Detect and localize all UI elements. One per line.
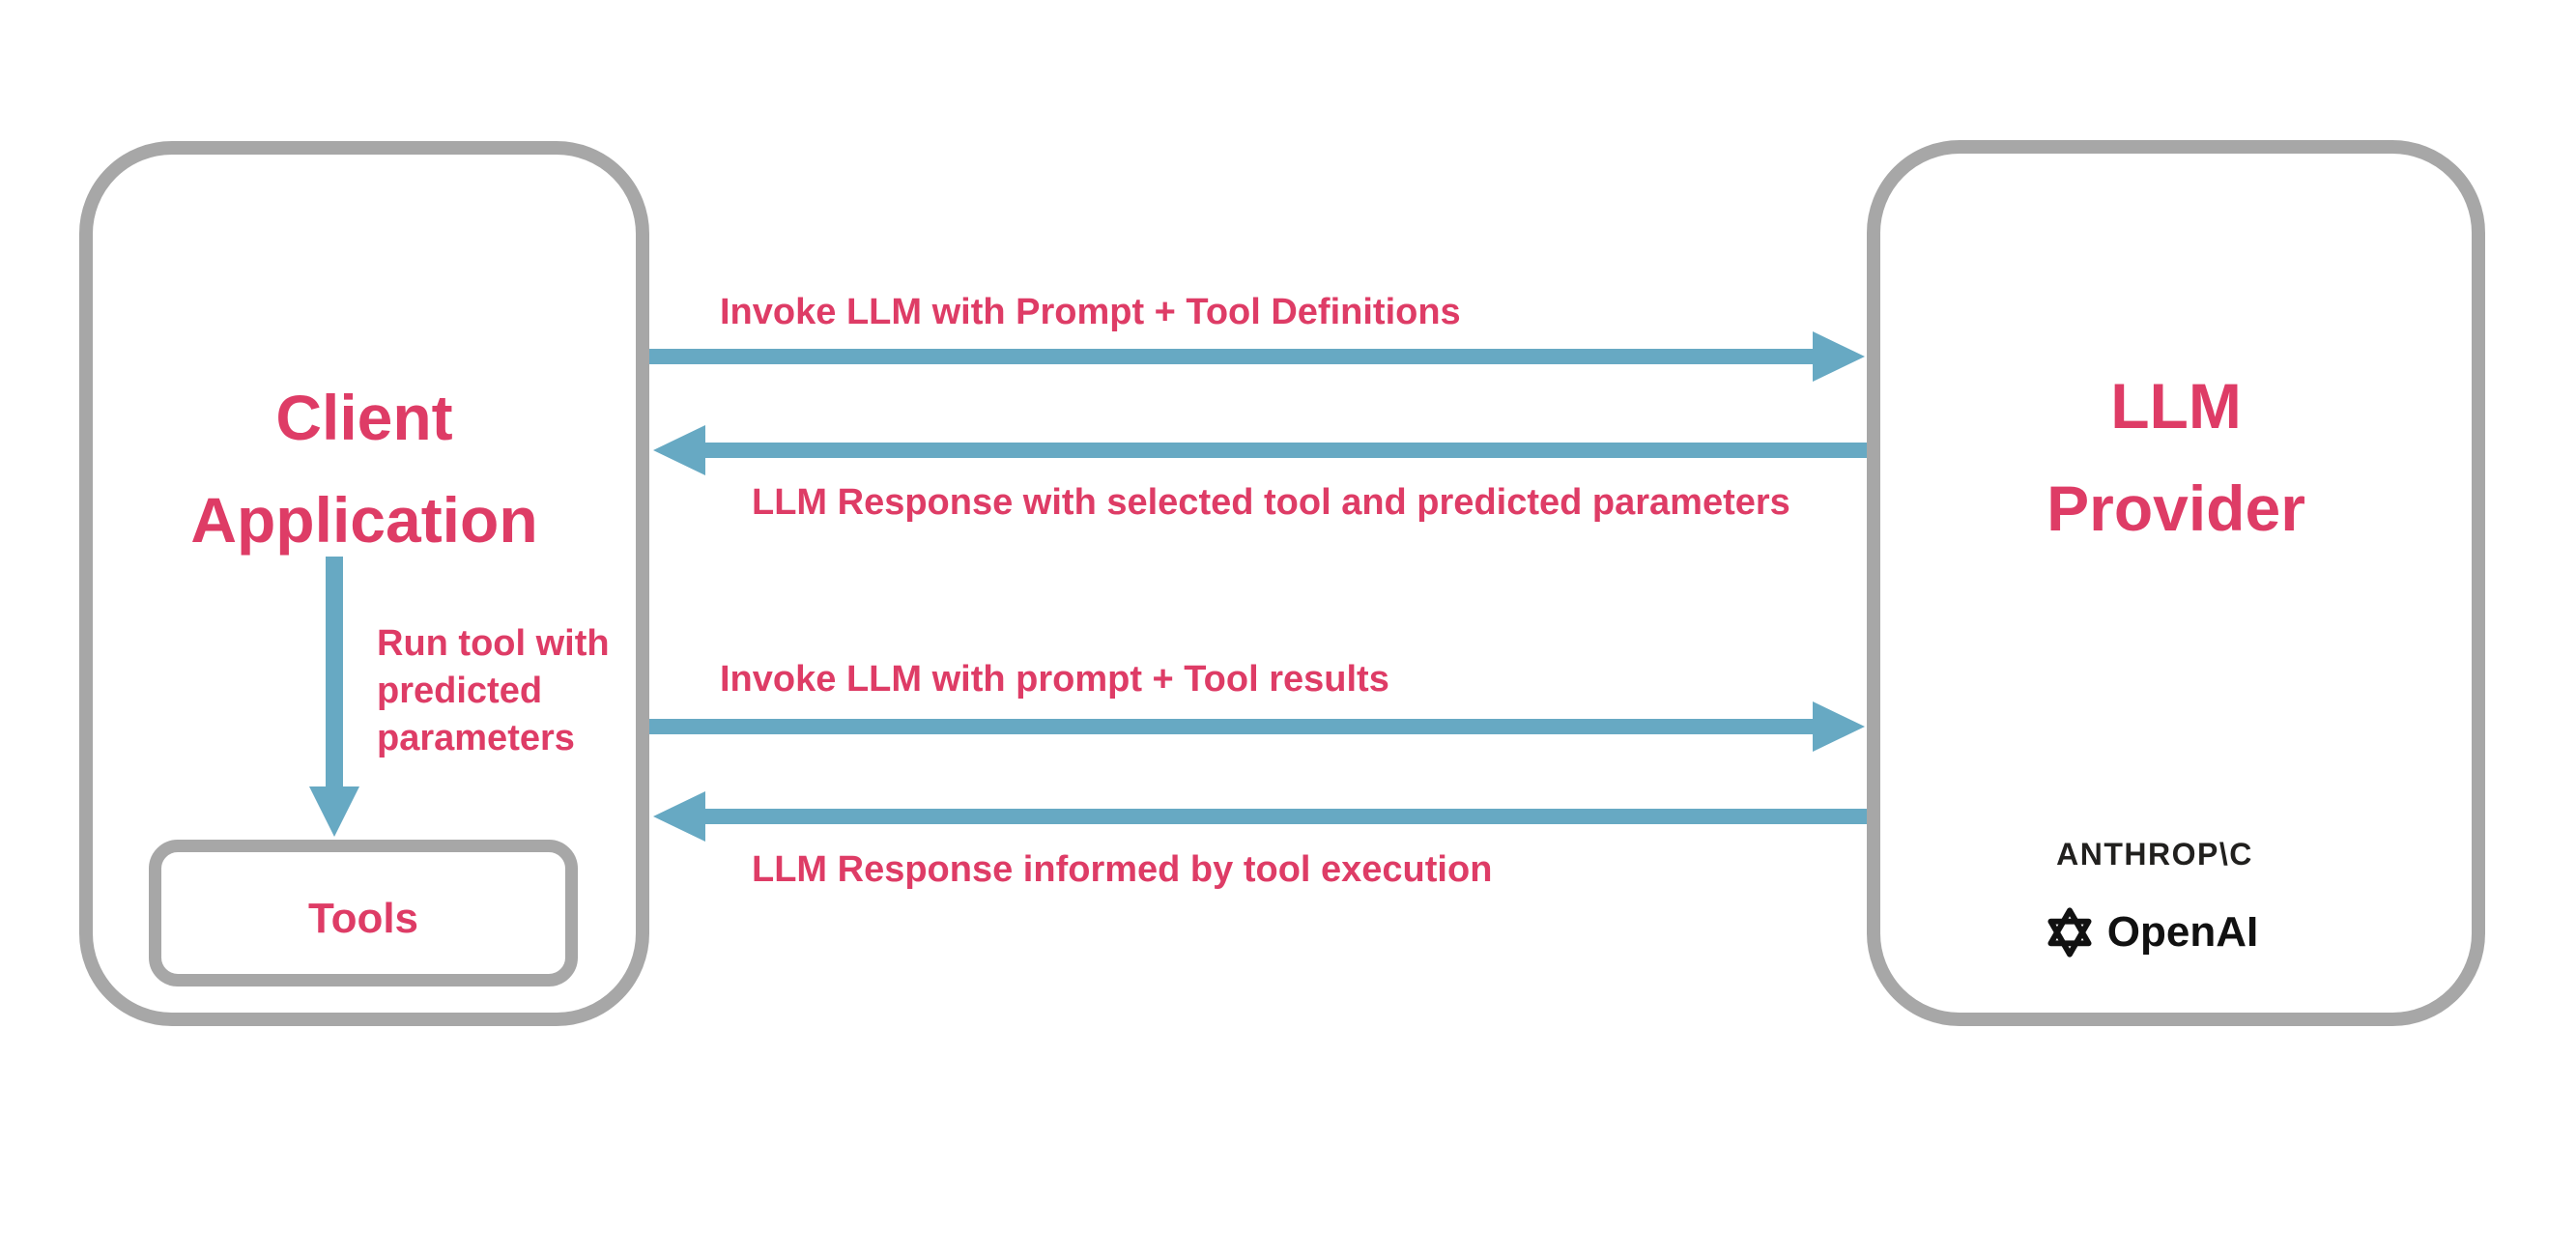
flow-arrow-2-head-left-icon: [653, 425, 705, 475]
run-tool-arrow-shaft: [326, 557, 343, 786]
llm-title-line1: LLM: [2110, 370, 2242, 442]
run-tool-arrow-head-down-icon: [309, 786, 359, 837]
tools-box: Tools: [149, 840, 578, 986]
flow-arrow-2-shaft: [705, 443, 1867, 458]
tools-label: Tools: [307, 895, 419, 942]
openai-wordmark: OpenAI: [2106, 908, 2259, 956]
flow-label-invoke-definitions: Invoke LLM with Prompt + Tool Definition…: [720, 292, 1461, 332]
flow-label-invoke-results: Invoke LLM with prompt + Tool results: [720, 659, 1389, 700]
flow-arrow-1-shaft: [649, 349, 1815, 364]
flow-arrow-4-shaft: [705, 809, 1867, 824]
flow-arrow-3-shaft: [649, 719, 1815, 734]
flow-arrow-4-head-left-icon: [653, 791, 705, 842]
llm-provider-box: LLM Provider ANTHROP\C OpenAI: [1867, 140, 2485, 1026]
flow-label-response-informed: LLM Response informed by tool execution: [752, 849, 1493, 890]
flow-arrow-1-head-right-icon: [1813, 331, 1865, 382]
openai-logo: OpenAI: [1908, 904, 2391, 960]
openai-logo-icon: [2047, 907, 2092, 958]
anthropic-logo: ANTHROP\C: [2056, 837, 2253, 872]
flow-label-response-selected-tool: LLM Response with selected tool and pred…: [752, 482, 1790, 523]
client-title-line1: Client: [275, 382, 453, 453]
run-tool-label: Run tool with predicted parameters: [377, 623, 610, 758]
client-title-line2: Application: [190, 484, 538, 556]
llm-title-line2: Provider: [2046, 472, 2305, 544]
flow-arrow-3-head-right-icon: [1813, 701, 1865, 752]
client-box-title: Client Application: [93, 366, 636, 571]
llm-box-title: LLM Provider: [1880, 355, 2472, 559]
client-application-box: Client Application Tools: [79, 141, 649, 1026]
